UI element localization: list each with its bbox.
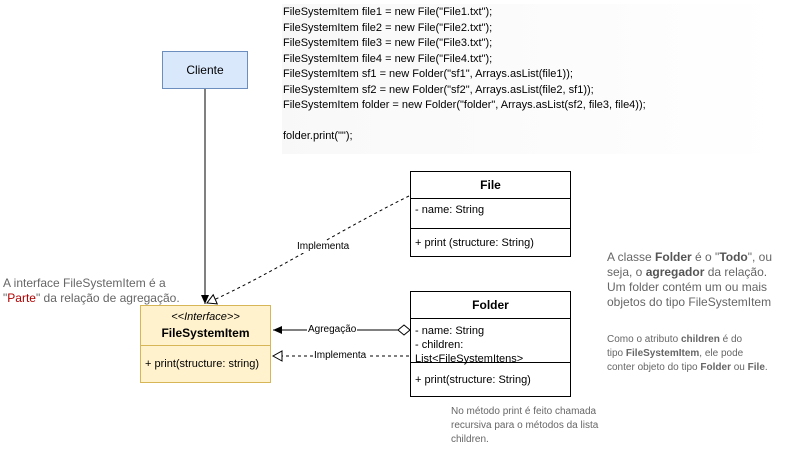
file-class-name: File — [411, 172, 570, 199]
todo-highlight: Todo — [719, 250, 748, 264]
interface-stereotype: <<Interface>> — [171, 311, 240, 323]
folder-class-box: Folder - name: String - children: List<F… — [410, 291, 571, 397]
interface-operation: + print(structure: string) — [145, 358, 260, 370]
folder-class-attributes: - name: String - children: List<FileSyst… — [411, 319, 570, 365]
interface-class-operations: + print(structure: string) — [141, 346, 270, 382]
interface-class-name: FileSystemItem — [161, 326, 250, 340]
children-note: Como o atributo children é do tipo FileS… — [607, 334, 768, 373]
code-line: FileSystemItem file3 = new File("File3.t… — [283, 37, 493, 49]
code-line: FileSystemItem file2 = new File("File2.t… — [283, 21, 493, 34]
code-background — [282, 4, 782, 154]
interface-class-box: <<Interface>> FileSystemItem + print(str… — [140, 305, 271, 383]
file-operation: + print (structure: String) — [415, 237, 534, 249]
code-line: FileSystemItem sf2 = new Folder("sf2", A… — [283, 83, 594, 96]
file-class-operations: + print (structure: String) — [411, 229, 570, 257]
file-class-box: File - name: String + print (structure: … — [410, 171, 571, 257]
interface-note-line: A interface FileSystemItem é a — [3, 276, 166, 290]
code-line: FileSystemItem file1 = new File("File1.t… — [283, 6, 493, 18]
aggregation-label: Agregação — [307, 324, 358, 336]
code-line: FileSystemItem sf1 = new Folder("sf1", A… — [283, 68, 573, 80]
agregador-highlight: agregador — [645, 265, 705, 279]
file-class-attributes: - name: String — [411, 199, 570, 229]
interface-class-header: <<Interface>> FileSystemItem — [141, 306, 270, 346]
folder-class-operations: + print(structure: String) — [411, 363, 570, 397]
file-attribute: - name: String — [415, 204, 485, 216]
print-note: No método print é feito chamada recursiv… — [451, 406, 599, 445]
folder-operation: + print(structure: String) — [415, 374, 531, 386]
folder-implements-label: Implementa — [313, 350, 368, 362]
code-snippet: FileSystemItem file1 = new File("File1.t… — [283, 5, 646, 145]
cliente-box: Cliente — [162, 51, 248, 89]
aggregation-diamond — [397, 324, 411, 336]
folder-attribute: - name: String — [415, 325, 485, 337]
folder-class-name: Folder — [411, 292, 570, 319]
file-implements-label: Implementa — [296, 241, 351, 253]
code-line: FileSystemItem folder = new Folder("fold… — [283, 99, 646, 111]
code-line: FileSystemItem file4 = new File("File4.t… — [283, 52, 493, 65]
cliente-label: Cliente — [186, 63, 224, 77]
folder-attribute: - children: List<FileSystemItens> — [415, 339, 524, 365]
code-line: folder.print(""); — [283, 130, 353, 142]
folder-note: A classe Folder é o "Todo", ou seja, o a… — [607, 250, 773, 309]
interface-note-line: "Parte" da relação de agregação. — [3, 291, 180, 305]
interface-note: A interface FileSystemItem é a "Parte" d… — [3, 276, 180, 306]
parte-highlight: Parte — [7, 291, 36, 305]
